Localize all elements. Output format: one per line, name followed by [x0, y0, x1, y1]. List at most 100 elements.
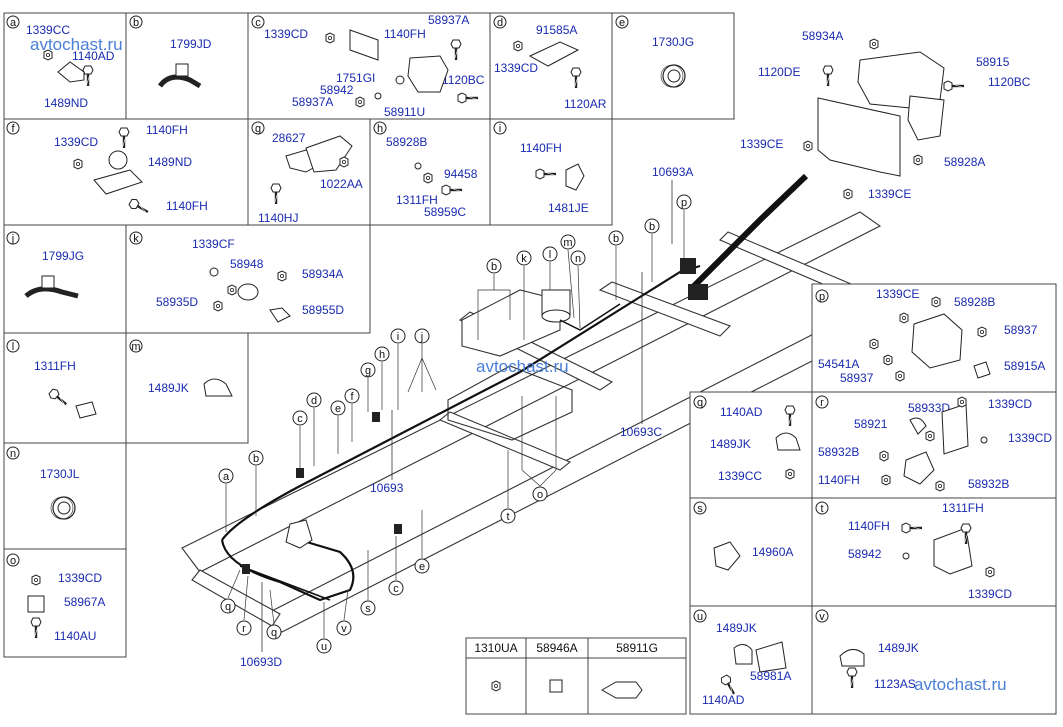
part-label: 1339CD [58, 571, 102, 585]
nut-icon [843, 188, 853, 200]
tie-head-icon [41, 275, 55, 289]
cell-j: j 1799JG [3, 224, 127, 334]
bracket-icon [755, 641, 787, 673]
clip-icon [565, 163, 585, 191]
svg-text:c: c [393, 583, 399, 595]
nut-icon [869, 38, 879, 50]
svg-text:b: b [613, 233, 619, 245]
part-label: 1140AD [720, 405, 763, 419]
watermark: avtochast.ru [476, 357, 569, 376]
svg-text:v: v [819, 611, 825, 623]
part-label: 58915 [976, 55, 1010, 69]
fitting-icon [355, 96, 365, 108]
part-label: 1799JG [42, 249, 84, 263]
part-label: 1140HJ [258, 211, 298, 225]
bracket-icon [941, 403, 969, 455]
svg-text:u: u [321, 641, 327, 653]
valve-icon [909, 417, 927, 435]
bracket-icon [27, 595, 45, 613]
part-label: 10693D [240, 655, 282, 669]
bracket-icon [349, 29, 379, 61]
svg-text:a: a [223, 471, 230, 483]
nut-icon [339, 156, 349, 168]
callout-t: t [500, 450, 516, 524]
part-label: 10693 [370, 481, 404, 495]
svg-text:e: e [419, 561, 425, 573]
part-label: 58921 [854, 417, 888, 431]
modulator-block-icon [688, 284, 708, 300]
clip-icon [75, 401, 97, 419]
nut-icon [803, 140, 813, 152]
part-label: 1489JK [878, 641, 919, 655]
part-label: 58937A [428, 13, 469, 27]
clamp-icon [203, 378, 233, 397]
cell-o-letter: o [6, 553, 20, 567]
svg-text:i: i [499, 123, 501, 135]
part-label: 1120BC [442, 73, 485, 87]
frame-components [242, 258, 708, 574]
part-label: 1140AD [702, 693, 745, 707]
part-label: 1140AU [54, 629, 96, 643]
callouts: a b c d e f g h i j k l m n b b p q r q … [218, 194, 692, 654]
part-label: 1489ND [44, 96, 88, 110]
washer-icon [209, 267, 219, 277]
nut-icon [513, 40, 523, 52]
cell-a-letter: a [6, 15, 20, 29]
mount-plate [461, 289, 561, 357]
svg-text:o: o [537, 489, 543, 501]
svg-text:g: g [365, 365, 371, 377]
cell-d: d 91585A 1339CD 1120AR [489, 12, 613, 120]
part-label: 1730JL [40, 467, 80, 481]
part-label: 10693C [620, 425, 662, 439]
nut-icon [913, 154, 923, 166]
bracket-icon [933, 527, 973, 575]
part-label: 1120BC [988, 75, 1031, 89]
cell-v-letter: v [815, 609, 829, 623]
svg-text:b: b [491, 261, 497, 273]
cell-n: n 1730JL [3, 442, 127, 550]
part-label: 1339CD [1008, 431, 1052, 445]
svg-text:t: t [506, 511, 509, 523]
svg-text:d: d [497, 17, 503, 29]
cell-g-letter: g [251, 121, 265, 135]
callout-r: r [236, 575, 252, 636]
part-label: 58959C [424, 205, 466, 219]
callout-f: f [344, 388, 360, 442]
part-label: 1022AA [320, 177, 363, 191]
callout-e: e [330, 400, 346, 454]
fitting-icon [935, 480, 945, 492]
nut-icon [325, 32, 335, 44]
mounting-bracket-icon [817, 97, 901, 177]
part-label: 58981A [750, 669, 791, 683]
cell-k-letter: k [129, 231, 143, 245]
cell-d-letter: d [493, 15, 507, 29]
part-label: 1311FH [34, 359, 76, 373]
modulator-block-icon [680, 258, 696, 274]
table-header: 58911G [616, 641, 658, 655]
cable-tie-icon [157, 74, 202, 89]
svg-text:g: g [255, 123, 261, 135]
cell-o: o 1339CD 58967A 1140AU [3, 548, 127, 658]
brake-lines [220, 173, 809, 602]
callout-b: b [248, 450, 264, 516]
brake-hose-10693A [687, 173, 809, 293]
cell-h: h 58928B 94458 1311FH 58959C [369, 118, 491, 226]
callout-d: d [306, 392, 322, 466]
nut-icon [785, 468, 795, 480]
cell-p: p 1339CE 58928B 58937 54541A 58915A 5893… [811, 283, 1057, 393]
cross-member [438, 411, 572, 471]
bolt-head-icon [957, 396, 967, 408]
cell-b-letter: b [129, 15, 143, 29]
cell-e: e 1730JG [611, 12, 735, 120]
cell-f: f 1339CD 1140FH 1489ND 1140FH [3, 118, 249, 226]
svg-text:f: f [11, 123, 15, 135]
frame-rail-left [181, 211, 882, 573]
watermark: avtochast.ru [914, 675, 1007, 694]
part-label: 1339CF [192, 237, 235, 251]
cell-c-letter: c [251, 15, 265, 29]
mount-plate [447, 365, 573, 441]
callout-c: c [292, 410, 308, 468]
svg-text:u: u [697, 611, 703, 623]
cell-l-letter: l [6, 339, 20, 353]
